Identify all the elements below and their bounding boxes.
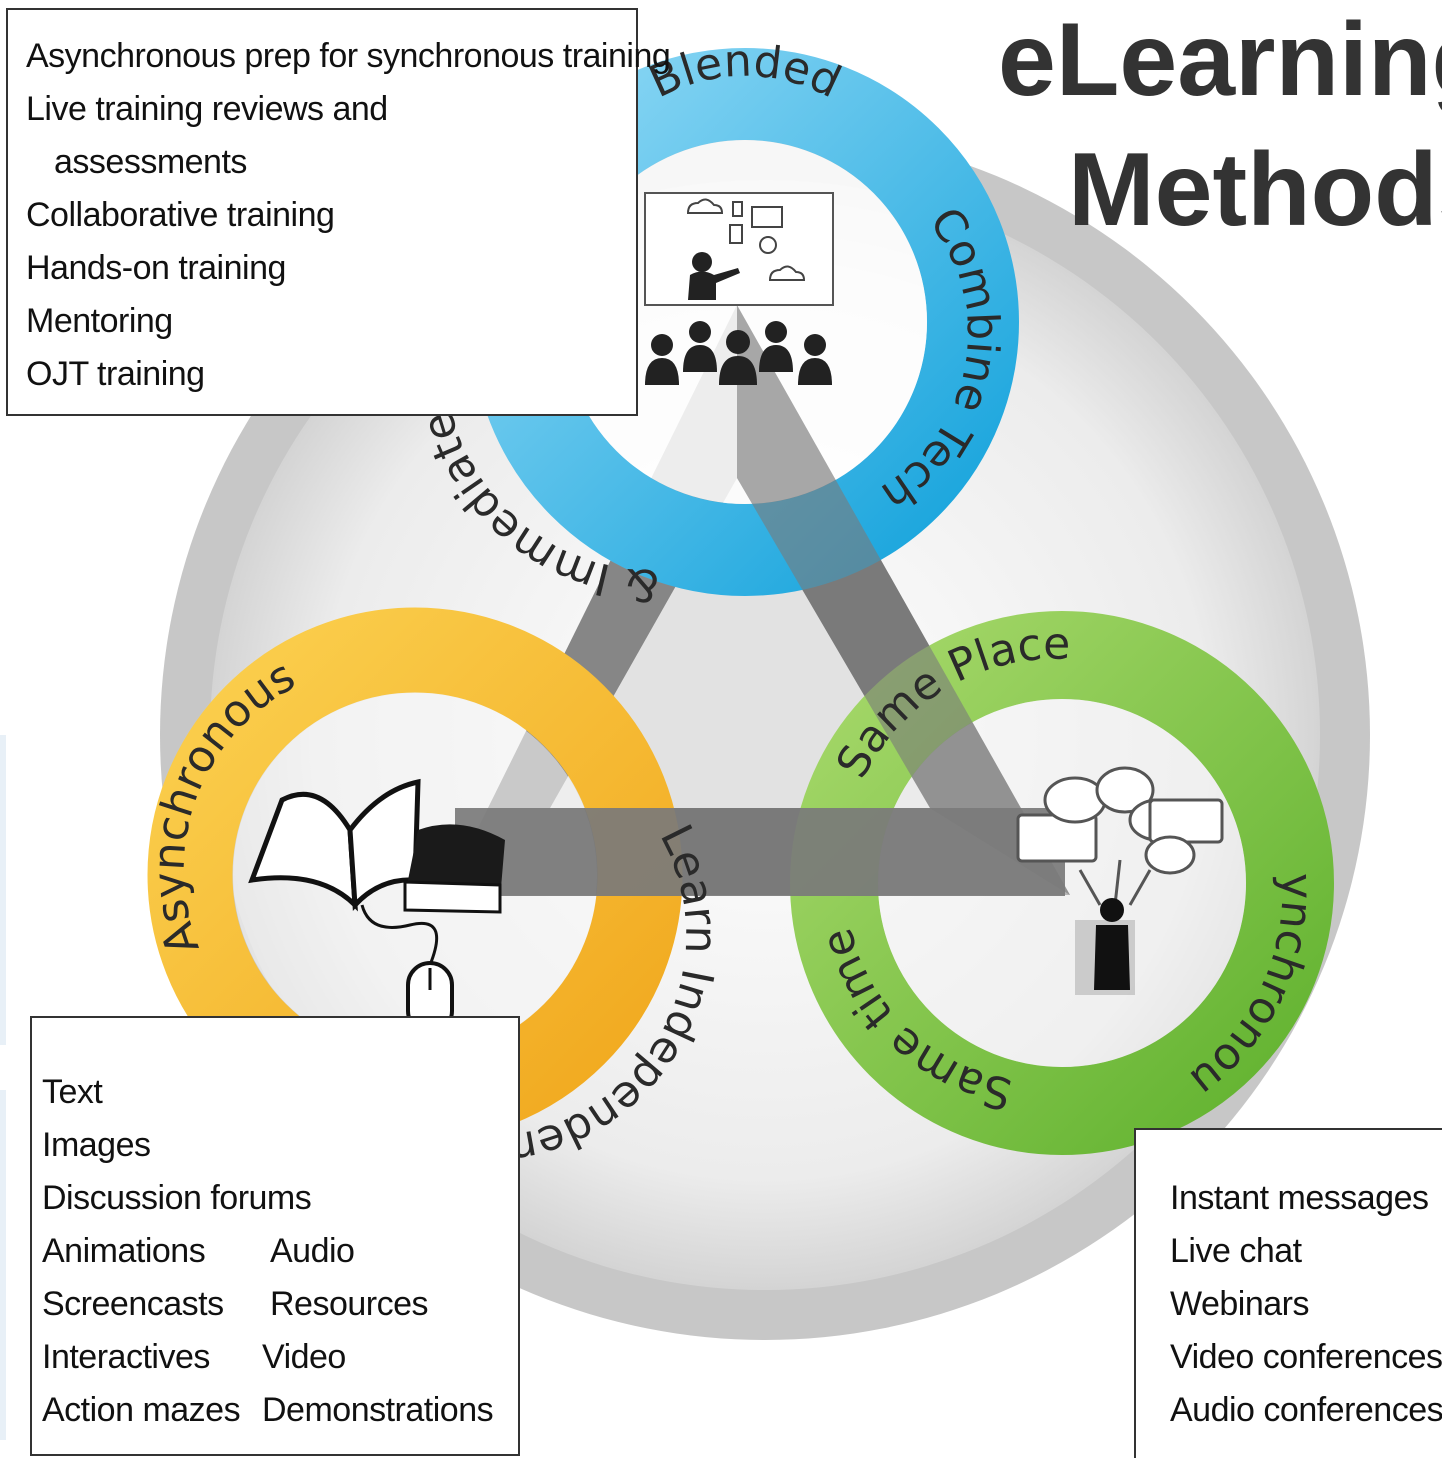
list-item: Images [42,1126,151,1164]
speech-bubbles-icon [1016,766,1224,906]
list-item: Text [42,1073,103,1111]
async-methods-box: Text Images Discussion forums Animations… [30,1016,520,1456]
list-row: Interactives Video [42,1331,518,1384]
person-crowd-icon [1075,898,1135,995]
list-item: Instant messages [1170,1179,1429,1217]
list-item: Mentoring [26,302,173,340]
list-item: Screencasts [42,1285,224,1323]
list-item: Demonstrations [262,1391,494,1429]
list-item: Animations [42,1232,206,1270]
list-item: Video conferences [1170,1338,1442,1376]
list-item: Audio [270,1232,355,1270]
list-row: Animations Audio [42,1225,518,1278]
list-row: Action mazes Demonstrations [42,1384,518,1437]
list-item: Resources [270,1285,429,1323]
presenter-icon [644,192,834,306]
list-item: Video [262,1338,346,1376]
title-line2: Methods [1068,132,1442,248]
triangle-hole [550,478,930,808]
title-line1: eLearning [998,2,1442,118]
list-item: Live chat [1170,1232,1302,1270]
list-item: Hands-on training [26,249,286,287]
list-item: Action mazes [42,1391,241,1429]
list-item: assessments [54,143,247,181]
audience-icon [645,321,832,385]
blended-methods-box: Asynchronous prep for synchronous traini… [6,8,671,416]
list-item: Webinars [1170,1285,1310,1323]
list-item: Discussion forums [42,1179,312,1217]
sync-methods-box: Instant messages Live chat Webinars Vide… [1134,1128,1442,1458]
list-item: Audio conferences [1170,1391,1442,1429]
list-item: Asynchronous prep for synchronous traini… [26,37,671,75]
list-item: Live training reviews and [26,90,388,128]
left-edge-strip-2 [0,1090,6,1440]
list-item: Interactives [42,1338,210,1376]
book-icon [248,778,505,914]
list-item: Collaborative training [26,196,335,234]
list-row: Screencasts Resources [42,1278,518,1331]
list-item: OJT training [26,355,205,393]
left-edge-strip [0,735,6,1045]
triangle-right-bar [737,305,1070,895]
